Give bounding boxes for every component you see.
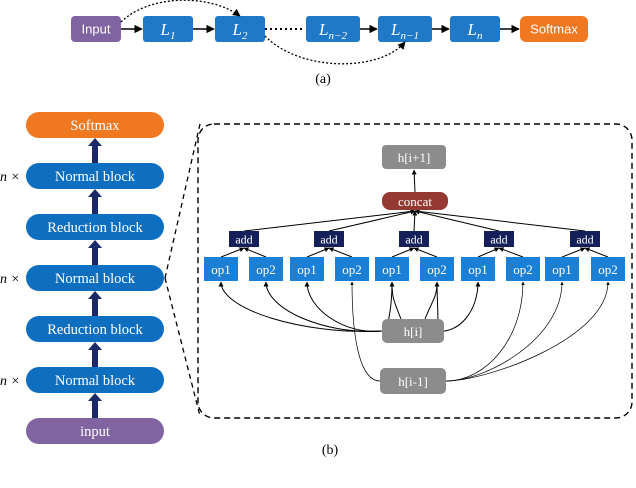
cell-add-node-4: add bbox=[570, 231, 600, 247]
cell-op-node-0-0: op1 bbox=[204, 257, 238, 281]
cell-add-label: add bbox=[405, 233, 422, 247]
cell-op-label: op2 bbox=[598, 262, 618, 277]
stack-block-3: Normal block n × bbox=[0, 265, 164, 291]
panel-a-layer-1-label: L1 bbox=[160, 20, 176, 42]
cell-op-node-4-0: op1 bbox=[545, 257, 579, 281]
stack-block-1: Normal block n × bbox=[0, 163, 164, 189]
zoom-line-bottom bbox=[164, 277, 201, 417]
panel-a-softmax-label: Softmax bbox=[530, 22, 578, 37]
zoom-line-top bbox=[164, 123, 201, 279]
cell-detail-box bbox=[197, 123, 633, 419]
stack-block-label: Softmax bbox=[70, 118, 120, 134]
cell-op-label: op2 bbox=[513, 262, 533, 277]
panel-a-layer-n-minus-1-label: Ln−1 bbox=[390, 20, 419, 42]
panel-a-layer-2: L2 bbox=[215, 16, 265, 42]
cell-add-node-1: add bbox=[314, 231, 344, 247]
cell-edges bbox=[218, 169, 610, 382]
cell-op-label: op1 bbox=[297, 262, 317, 277]
cell-op-label: op1 bbox=[211, 262, 231, 277]
cell-op-node-3-1: op2 bbox=[506, 257, 540, 281]
stack-block-2: Reduction block bbox=[26, 214, 164, 240]
panel-a-softmax-node: Softmax bbox=[520, 16, 588, 42]
cell-add-label: add bbox=[320, 233, 337, 247]
cell-h-prev-label: h[i-1] bbox=[398, 374, 428, 389]
cell-op-label: op2 bbox=[427, 262, 447, 277]
panel-a-layer-n-minus-2-label: Ln−2 bbox=[318, 20, 347, 42]
cell-op-node-2-1: op2 bbox=[420, 257, 454, 281]
cell-h-i-label: h[i] bbox=[404, 324, 423, 339]
panel-a-layer-n-minus-1: Ln−1 bbox=[378, 16, 432, 42]
repeat-label: n × bbox=[0, 170, 20, 185]
stack-block-6: input bbox=[26, 418, 164, 444]
stack-block-label: Reduction block bbox=[47, 220, 143, 236]
stack-arrows bbox=[88, 138, 102, 418]
repeat-label: n × bbox=[0, 374, 20, 389]
stack-block-label: Normal block bbox=[55, 169, 136, 185]
cell-concat-label: concat bbox=[398, 194, 432, 209]
cell-output-label: h[i+1] bbox=[398, 150, 431, 165]
cell-op-label: op1 bbox=[382, 262, 402, 277]
cell-op-node-1-0: op1 bbox=[290, 257, 324, 281]
cell-op-node-2-0: op1 bbox=[375, 257, 409, 281]
cell-op-node-4-1: op2 bbox=[591, 257, 625, 281]
cell-op-label: op2 bbox=[256, 262, 276, 277]
cell-op-node-3-0: op1 bbox=[461, 257, 495, 281]
cell-op-label: op2 bbox=[342, 262, 362, 277]
stack-block-label: Normal block bbox=[55, 271, 136, 287]
panel-a-caption: (a) bbox=[315, 72, 331, 87]
stack-arrow bbox=[88, 138, 102, 163]
stack-block-0: Softmax bbox=[26, 112, 164, 138]
cell-op-node-0-1: op2 bbox=[249, 257, 283, 281]
cell-op-label: op1 bbox=[552, 262, 572, 277]
skip-l2-to-ln1 bbox=[264, 35, 406, 65]
cell-add-node-2: add bbox=[399, 231, 429, 247]
stack-arrow bbox=[88, 342, 102, 367]
panel-a-input-node: Input bbox=[71, 16, 121, 42]
panel-a-layer-2-label: L2 bbox=[232, 20, 248, 42]
stack-arrow bbox=[88, 393, 102, 418]
panel-a-layer-n-minus-2: Ln−2 bbox=[306, 16, 360, 42]
cell-output-node: h[i+1] bbox=[382, 145, 446, 169]
cell-add-node-0: add bbox=[229, 231, 259, 247]
panel-a: Input L1 L2 Ln−2 Ln−1 bbox=[71, 0, 588, 87]
cell-h-prev-node: h[i-1] bbox=[380, 368, 446, 394]
cell-add-label: add bbox=[576, 233, 593, 247]
cell-op-label: op1 bbox=[468, 262, 488, 277]
panel-a-layer-n-label: Ln bbox=[467, 20, 483, 42]
panel-a-skip-connections bbox=[120, 0, 406, 65]
stack-block-4: Reduction block bbox=[26, 316, 164, 342]
cell-add-label: add bbox=[235, 233, 252, 247]
repeat-label: n × bbox=[0, 272, 20, 287]
stack-block-label: input bbox=[80, 424, 110, 440]
stack-block-label: Normal block bbox=[55, 373, 136, 389]
cell-h-i-node: h[i] bbox=[382, 319, 444, 343]
cell-op-node-1-1: op2 bbox=[335, 257, 369, 281]
stack-block-5: Normal block n × bbox=[0, 367, 164, 393]
stack-block-label: Reduction block bbox=[47, 322, 143, 338]
panel-a-layer-n: Ln bbox=[450, 16, 500, 42]
panel-a-layer-1: L1 bbox=[143, 16, 193, 42]
cell-add-label: add bbox=[490, 233, 507, 247]
panel-b-caption: (b) bbox=[322, 443, 339, 458]
panel-a-input-label: Input bbox=[82, 22, 111, 37]
skip-input-to-l2 bbox=[120, 0, 241, 23]
cell-concat-node: concat bbox=[382, 192, 448, 210]
stack-arrow bbox=[88, 291, 102, 316]
cell-add-node-3: add bbox=[484, 231, 514, 247]
stack-arrow bbox=[88, 189, 102, 214]
cell-graph: h[i+1] concat add op1 op2 add op1 op2 add op1 op2 a… bbox=[204, 145, 625, 394]
stack-arrow bbox=[88, 240, 102, 265]
